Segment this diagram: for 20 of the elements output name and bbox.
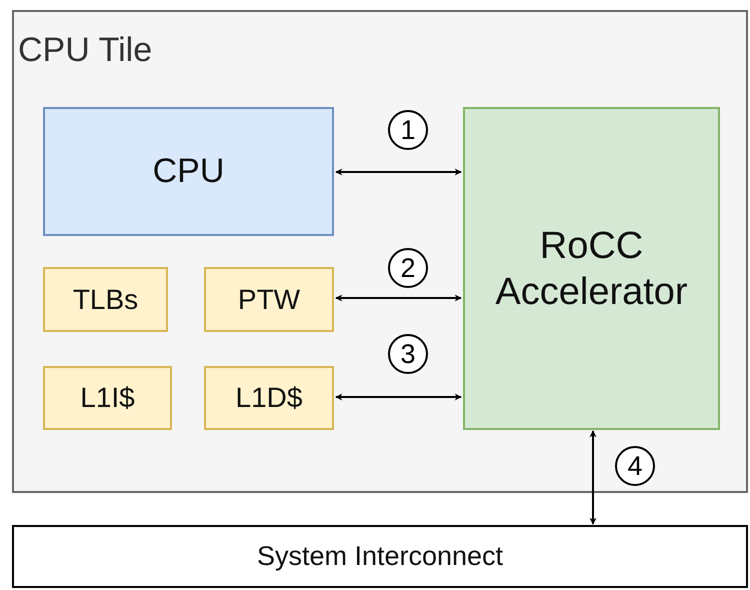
interconnect-bar [12, 525, 748, 588]
container-title: CPU Tile [18, 30, 152, 70]
double-arrow [335, 394, 462, 400]
component-box [43, 107, 334, 236]
box-label: System Interconnect [256, 540, 504, 574]
box-label: L1D$ [234, 381, 304, 415]
tile-container [12, 10, 748, 493]
double-arrow [335, 294, 462, 302]
accelerator-box [463, 107, 720, 430]
box-label: L1I$ [79, 381, 136, 415]
component-box [43, 366, 172, 430]
double-arrow [590, 430, 596, 525]
component-box [204, 267, 334, 332]
box-label: PTW [236, 282, 302, 316]
component-box [43, 267, 168, 332]
double-arrow [335, 168, 462, 176]
box-label: RoCC Accelerator [494, 224, 689, 314]
box-label: CPU [152, 151, 226, 192]
box-label: TLBs [72, 282, 140, 316]
component-box [204, 366, 334, 430]
